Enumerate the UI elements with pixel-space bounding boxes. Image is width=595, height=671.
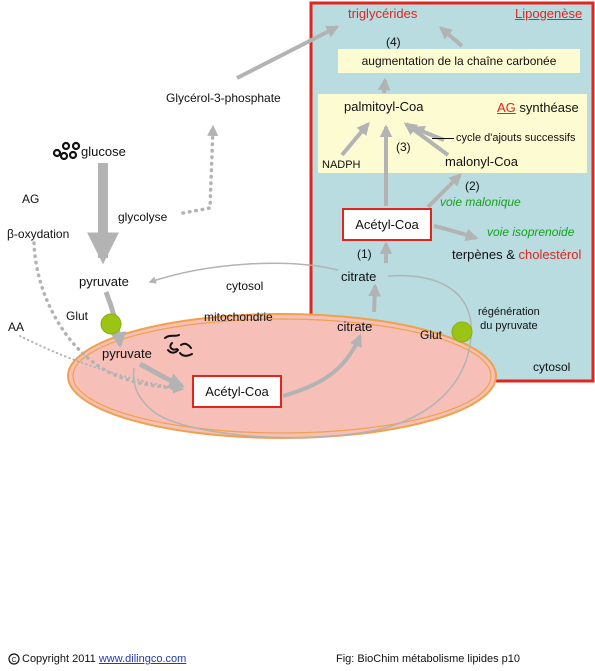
step-2-label: (2): [465, 179, 480, 193]
terpenes-cholesterol-label: terpènes & cholestérol: [452, 248, 581, 262]
ag-synthase-ag: AG: [497, 100, 516, 115]
lipogenesis-title: Lipogenèse: [515, 6, 583, 21]
glucose-molecule-icon: [52, 141, 81, 161]
acetyl-coa-cytosol-box: Acétyl-Coa: [342, 208, 432, 241]
citrate-mito-label: citrate: [337, 319, 373, 334]
acetyl-coa-cytosol-label: Acétyl-Coa: [355, 217, 419, 232]
beta-oxidation-label: β-oxydation: [7, 227, 70, 241]
glut-left-label: Glut: [66, 309, 89, 323]
nadph-arrow: [340, 122, 370, 157]
glut-right-label: Glut: [420, 328, 443, 342]
palmitoyl-coa-label: palmitoyl-Coa: [344, 99, 424, 114]
chain-to-triglycerides-arrow: [439, 26, 464, 48]
cytosol-left-label: cytosol: [226, 279, 264, 293]
aa-arrow: [19, 335, 182, 392]
svg-text:C: C: [11, 657, 16, 664]
copyright-text: Copyright 2011: [22, 653, 96, 665]
figure-caption: Fig: BioChim métabolisme lipides p10: [336, 653, 521, 665]
isoprenoid-pathway-label: voie isoprenoide: [487, 225, 575, 239]
acetyl-to-malonyl-arrow: [426, 173, 462, 209]
terpenes-label: terpènes &: [452, 247, 519, 262]
glycolysis-label: glycolyse: [118, 210, 168, 224]
glut-transporter-right: [451, 321, 473, 343]
pyruvate-regeneration-label: régénération du pyruvate: [478, 306, 540, 332]
acetyl-coa-mito-box: Acétyl-Coa: [192, 375, 282, 408]
amino-acids-label: AA: [8, 320, 25, 334]
cycle-label: cycle d'ajouts successifs: [456, 132, 576, 144]
chain-extension-box: augmentation de la chaîne carbonée: [338, 49, 580, 73]
malonyl-coa-label: malonyl-Coa: [445, 154, 518, 169]
acetyl-to-citrate-arrow: [282, 333, 362, 398]
citrate-cytosol-label: citrate: [341, 269, 377, 284]
cholesterol-label: cholestérol: [518, 247, 582, 262]
step-1-label: (1): [357, 247, 372, 261]
triglycerides-label: triglycérides: [348, 6, 418, 21]
chain-extension-label: augmentation de la chaîne carbonée: [361, 54, 557, 68]
citrate-export-arrow: [368, 283, 382, 313]
acetyl-coa-mito-label: Acétyl-Coa: [205, 384, 269, 399]
ag-synthase-rest: synthéase: [515, 100, 579, 115]
glucose-label: glucose: [81, 144, 126, 159]
palmitoyl-to-chain-arrow: [377, 77, 391, 94]
mitochondria-inner: [72, 318, 492, 434]
cycle-leader-line: [432, 138, 454, 139]
glycerol-to-triglycerides-arrow: [236, 25, 340, 80]
copyright-footer: Copyright 2011 www.dilingco.com: [22, 653, 186, 665]
copyright-icon: C: [8, 653, 20, 665]
pyruvate-cytosol-label: pyruvate: [79, 274, 129, 289]
glut-transporter-left: [100, 313, 122, 335]
acetyl-to-terpenes-arrow: [433, 224, 479, 242]
citrate-to-pyruvate-thin-arrow: [148, 262, 339, 284]
pyruvate-regeneration-loop: [132, 274, 472, 439]
malonic-pathway-label: voie malonique: [440, 195, 521, 209]
pyruvate-mito-label: pyruvate: [102, 346, 152, 361]
website-link[interactable]: www.dilingco.com: [98, 653, 187, 665]
step-4-label: (4): [386, 35, 401, 49]
glycolyse-to-glycerol-arrow: [181, 124, 219, 215]
nadph-label: NADPH: [322, 159, 361, 171]
fatty-acids-label: AG: [22, 192, 40, 206]
mitochondria-label: mitochondrie: [204, 310, 273, 324]
glycerol-3-phosphate-label: Glycérol-3-phosphate: [166, 91, 281, 105]
ag-synthase-label: AG synthéase: [497, 101, 579, 115]
step-3-label: (3): [396, 140, 411, 154]
pyruvate-molecule-icon: [164, 334, 193, 357]
cytosol-right-label: cytosol: [533, 360, 571, 374]
